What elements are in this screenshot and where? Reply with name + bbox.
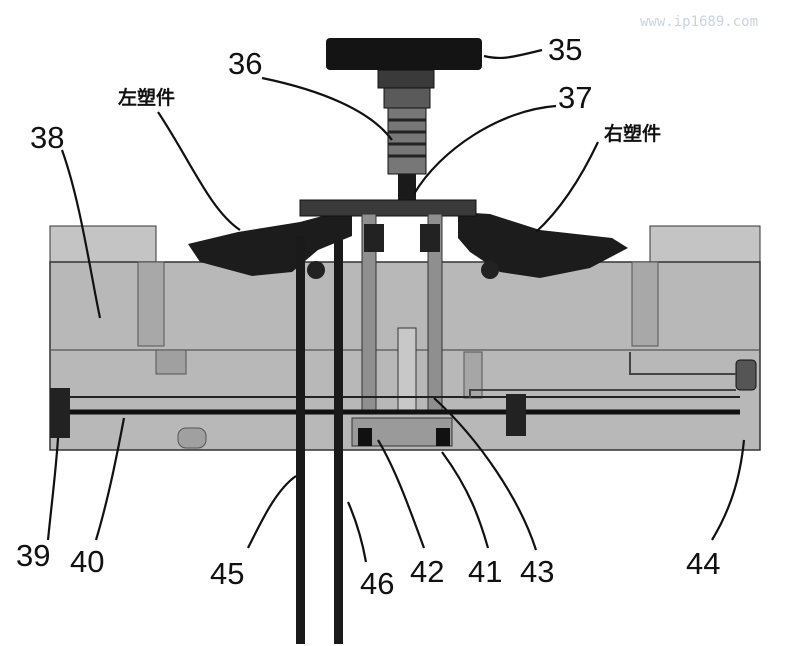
left-top-block xyxy=(49,225,157,267)
center-assembly xyxy=(351,213,453,447)
right-top-block xyxy=(649,225,761,267)
left-clamp xyxy=(364,224,384,252)
label-46: 46 xyxy=(360,566,394,601)
labels: 35 36 37 38 39 40 41 42 43 44 45 46 左塑件 … xyxy=(16,32,720,601)
label-36: 36 xyxy=(228,46,262,81)
label-44: 44 xyxy=(686,546,720,581)
rail-system xyxy=(50,352,757,438)
coupling xyxy=(377,69,435,89)
left-plastic-part xyxy=(188,212,352,276)
right-clamp xyxy=(420,224,440,252)
top-plate xyxy=(299,199,477,217)
spindle-collar xyxy=(383,87,431,109)
right-bolt xyxy=(481,261,499,279)
right-stop xyxy=(506,394,526,436)
label-42: 42 xyxy=(410,554,444,589)
right-plastic-part xyxy=(458,212,628,278)
bottom-knob xyxy=(177,427,207,449)
leader-lines xyxy=(46,48,746,563)
motor-spindle xyxy=(326,38,482,200)
label-right-part: 右塑件 xyxy=(603,122,661,145)
spindle-body xyxy=(387,107,427,175)
pipe-46 xyxy=(334,240,343,644)
right-fitting-44 xyxy=(735,359,757,391)
left-end-cap-39 xyxy=(50,388,70,438)
label-left-part: 左塑件 xyxy=(118,86,175,109)
label-45: 45 xyxy=(210,556,244,591)
center-pin xyxy=(397,327,417,413)
vertical-pipes xyxy=(296,236,343,644)
label-35: 35 xyxy=(548,32,582,67)
right-pillar xyxy=(631,261,659,347)
inner-post xyxy=(463,351,483,399)
left-boss xyxy=(155,349,187,375)
label-41: 41 xyxy=(468,554,502,589)
label-39: 39 xyxy=(16,538,50,573)
label-43: 43 xyxy=(520,554,554,589)
screw-42 xyxy=(358,428,372,446)
mold-body xyxy=(49,225,761,451)
label-37: 37 xyxy=(558,80,592,115)
left-pillar xyxy=(137,261,165,347)
motor-housing xyxy=(326,38,482,70)
spindle-tip xyxy=(398,174,416,200)
screw-41 xyxy=(436,428,450,446)
label-38: 38 xyxy=(30,120,64,155)
left-bolt xyxy=(307,261,325,279)
pipe-45 xyxy=(296,236,305,644)
label-40: 40 xyxy=(70,544,104,579)
watermark: www.ip1689.com xyxy=(640,14,758,30)
plastic-parts xyxy=(188,199,628,279)
